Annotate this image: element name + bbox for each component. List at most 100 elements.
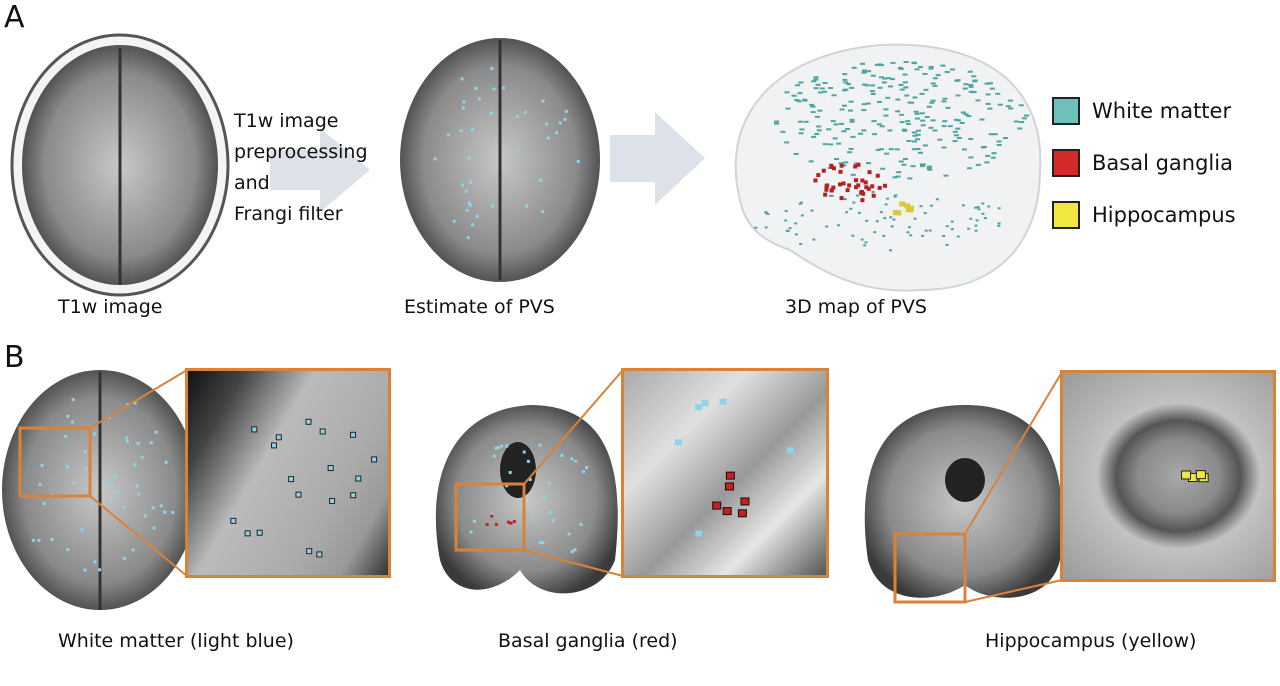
pvs-mark <box>849 118 855 121</box>
hippocampus-caption: Hippocampus (yellow) <box>985 630 1197 652</box>
pvs-mark <box>131 548 135 552</box>
processing-label: T1w image preprocessing and Frangi filte… <box>234 106 368 230</box>
pvs-mark <box>902 129 908 132</box>
t1w-caption: T1w image <box>58 296 163 318</box>
pvs-mark <box>879 76 885 79</box>
pvs-mark <box>894 194 898 197</box>
pvs-mark <box>875 173 880 178</box>
pvs-mark <box>831 166 836 171</box>
pvs-mark <box>836 224 840 227</box>
pvs-mark <box>574 459 578 463</box>
pvs-mark <box>467 201 471 205</box>
pvs-mark <box>880 167 886 170</box>
pvs-mark <box>932 77 938 80</box>
pvs-mark <box>888 148 894 151</box>
pvs-mark <box>865 102 871 105</box>
pvs-mark <box>924 116 930 119</box>
pvs-mark <box>522 450 526 454</box>
pvs-mark <box>997 224 1001 227</box>
pvs-mark <box>37 538 41 542</box>
pvs-mark <box>975 99 981 102</box>
estimate-brain-image <box>400 38 600 282</box>
pvs-mark <box>941 125 947 128</box>
pvs-mark <box>899 113 905 116</box>
pvs-mark <box>42 502 46 506</box>
panel-a-label: A <box>4 0 25 35</box>
pvs-mark <box>890 61 896 64</box>
legend-swatch <box>1052 201 1080 229</box>
pvs-mark <box>841 181 846 186</box>
pvs-mark <box>822 90 828 93</box>
pvs-mark <box>841 89 847 92</box>
pvs-mark <box>972 79 978 82</box>
pvs-mark <box>850 173 856 176</box>
pvs-mark <box>883 108 889 111</box>
pvs-mark <box>794 233 798 236</box>
pvs-mark <box>861 83 867 86</box>
pvs-mark <box>950 228 954 231</box>
pvs-mark <box>785 107 791 110</box>
pvs-mark <box>870 84 876 87</box>
pvs-mark <box>461 106 465 110</box>
pvs-mark <box>121 505 125 509</box>
pvs-mark <box>940 64 946 67</box>
pvs-mark <box>819 87 825 90</box>
pvs-mark <box>911 61 917 64</box>
pvs-mark <box>576 160 580 164</box>
pvs-mark <box>838 169 843 174</box>
pvs-mark <box>902 81 908 84</box>
pvs-mark <box>928 65 934 68</box>
pvs-mark <box>864 241 868 244</box>
pvs-mark <box>861 103 867 106</box>
pvs-mark <box>1017 127 1023 130</box>
pvs-mark <box>877 86 883 89</box>
pvs-mark <box>494 522 498 526</box>
pvs-mark <box>570 549 574 553</box>
pvs-mark <box>452 219 456 223</box>
pvs-mark <box>515 147 519 151</box>
pvs-mark <box>695 530 703 537</box>
pvs-mark <box>974 229 978 232</box>
pvs-mark <box>135 484 139 488</box>
pvs-mark <box>910 165 916 168</box>
pvs-mark <box>856 162 861 167</box>
pvs-mark <box>953 118 959 121</box>
pvs-mark <box>831 94 837 97</box>
pvs-mark <box>674 439 682 446</box>
pvs-mark <box>844 128 850 131</box>
pvs-mark <box>1018 104 1024 107</box>
pvs-mark <box>942 120 948 123</box>
pvs-mark <box>821 168 826 173</box>
pvs-mark <box>545 122 549 126</box>
pvs-mark <box>812 238 816 241</box>
pvs-mark <box>955 127 961 130</box>
pvs-mark <box>814 132 820 135</box>
pvs-mark <box>969 217 973 220</box>
pvs-mark <box>794 222 798 225</box>
pvs-mark <box>902 73 908 76</box>
pvs-mark <box>797 92 803 95</box>
pvs-mark <box>817 109 823 112</box>
pvs-mark <box>889 216 893 219</box>
pvs-mark <box>911 140 917 143</box>
pvs-mark <box>985 154 991 157</box>
pvs-mark <box>974 206 978 209</box>
pvs-mark <box>489 512 493 516</box>
pvs-mark <box>528 478 532 482</box>
pvs-mark <box>828 143 834 146</box>
pvs-mark <box>509 521 513 525</box>
pvs-mark <box>490 67 494 71</box>
pvs-mark <box>854 178 859 183</box>
pvs-mark <box>843 198 847 201</box>
pvs-mark <box>815 83 821 86</box>
pvs-mark <box>795 84 801 87</box>
pvs-mark <box>1195 470 1206 480</box>
pvs-mark <box>892 218 896 221</box>
pvs-mark <box>829 188 834 193</box>
pvs-mark <box>754 226 758 229</box>
pvs-mark <box>987 107 993 110</box>
pvs-mark <box>875 148 881 151</box>
basal-ganglia-zoom-inset <box>621 368 829 578</box>
pvs-mark <box>937 138 943 141</box>
